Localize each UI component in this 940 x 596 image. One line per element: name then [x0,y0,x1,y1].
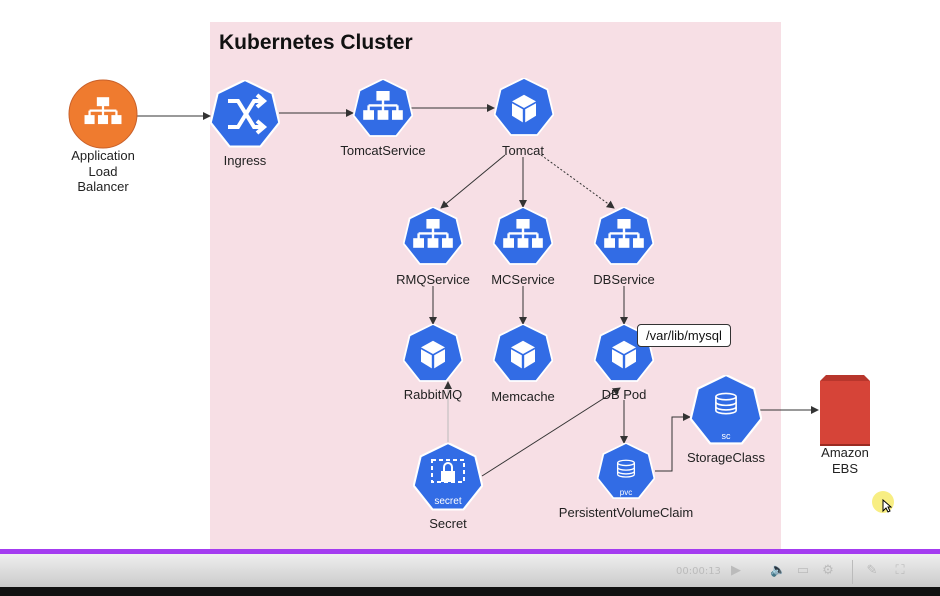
gear-icon[interactable]: ⚙ [822,562,834,577]
memcache-node [493,324,553,382]
edge-pvc-storageclass [655,413,691,472]
volume-icon[interactable]: 🔈 [770,562,787,577]
label-mcservice: MCService [491,272,555,287]
alb-node [68,79,138,149]
label-tomcatservice: TomcatService [340,143,426,158]
ebs-node [820,375,870,446]
rabbitmq-node [403,324,463,382]
label-rmqservice: RMQService [396,272,470,287]
label-tomcat: Tomcat [502,143,544,158]
label-storageclass: StorageClass [686,450,766,465]
secret-node: secret [413,443,483,511]
tomcat-node [494,78,554,136]
label-rabbitmq: RabbitMQ [403,387,463,402]
label-pvc: PersistentVolumeClaim [558,505,694,520]
shuffle-icon [228,93,268,135]
label-secret: Secret [429,516,467,531]
control-divider [852,560,853,584]
mount-path-callout: /var/lib/mysql [637,324,731,347]
label-dbpod: DB Pod [601,387,647,402]
edge-tomcat-rmqservice [440,154,506,209]
pencil-icon[interactable]: ✎ [866,562,878,577]
tomcatservice-node [353,79,413,137]
pvc-node: pvc [597,443,655,499]
label-alb: Application Load Balancer [71,148,135,194]
edge-secret-dbpod [481,387,621,477]
pvc-badge: pvc [620,488,632,497]
label-ebs: Amazon EBS [821,445,869,476]
cluster-title: Kubernetes Cluster [219,31,413,54]
timecode: 00:00:13 [676,566,721,577]
label-memcache: Memcache [491,389,555,404]
lock-icon [431,459,465,483]
kubernetes-cluster-region [210,22,781,596]
mcservice-node [493,207,553,265]
label-ingress: Ingress [223,153,267,168]
fullscreen-icon[interactable]: ⛶ [895,562,905,577]
edges [137,104,819,477]
play-icon[interactable]: ▶ [731,562,741,577]
edge-tomcat-dbservice [540,154,615,209]
storageclass-badge: sc [722,431,732,441]
bottom-strip [0,587,940,596]
pointer-icon [882,499,892,513]
dbservice-node [594,207,654,265]
rmqservice-node [403,207,463,265]
storageclass-node: sc [690,375,762,445]
secret-badge: secret [434,496,461,507]
progress-bar[interactable] [0,549,940,554]
captions-icon[interactable]: ▭ [796,562,810,577]
storage-block-icon [820,375,870,381]
label-dbservice: DBService [593,272,655,287]
ingress-node [210,80,280,148]
